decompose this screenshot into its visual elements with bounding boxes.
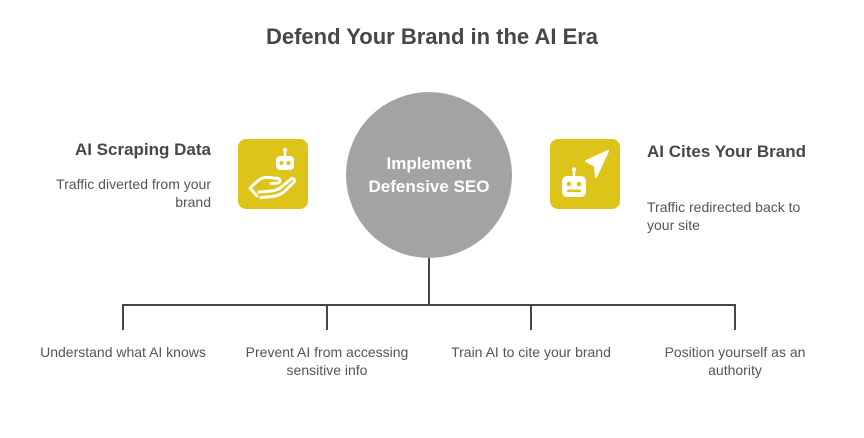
left-heading: AI Scraping Data (74, 140, 211, 159)
strategy-prevent: Prevent AI from accessing sensitive info (245, 344, 409, 378)
center-circle: Implement Defensive SEO (346, 92, 512, 258)
strategy-understand: Understand what AI knows (40, 344, 206, 360)
robot-pointer-icon (550, 139, 620, 209)
strategy-position: Position yourself as an authority (664, 344, 806, 378)
strategy-train: Train AI to cite your brand (451, 344, 611, 360)
center-label: Implement Defensive SEO (368, 154, 490, 196)
robot-hand-icon (238, 139, 308, 209)
right-description: Traffic redirected back to your site (647, 199, 801, 233)
diagram-title: Defend Your Brand in the AI Era (265, 24, 599, 49)
left-description: Traffic diverted from your brand (56, 176, 211, 210)
right-heading: AI Cites Your Brand (647, 142, 807, 161)
robot-hand-icon-graphic (248, 147, 296, 199)
robot-pointer-icon-graphic (562, 150, 609, 197)
